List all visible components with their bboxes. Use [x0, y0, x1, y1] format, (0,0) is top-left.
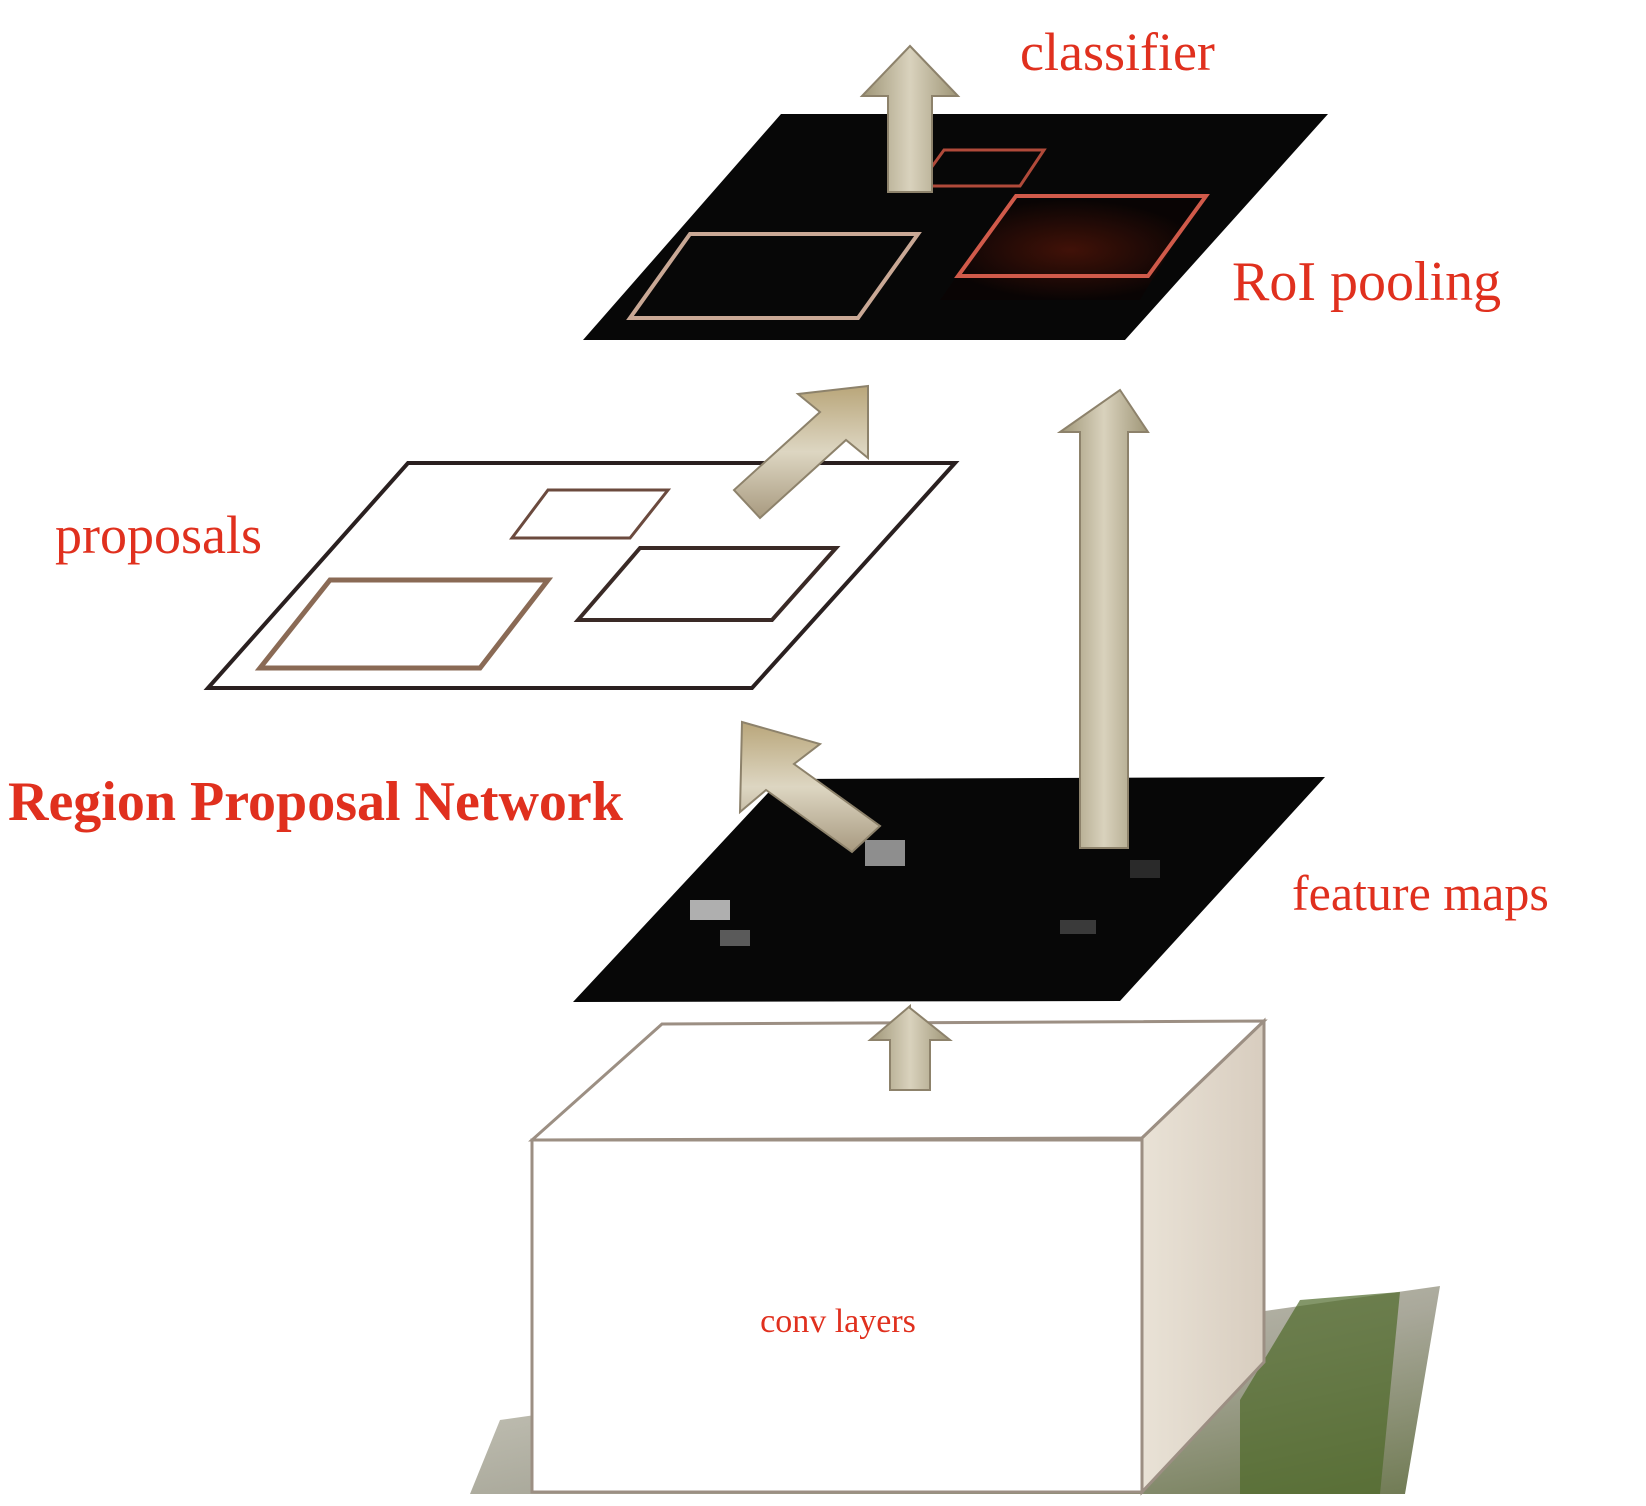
- conv-layers-label: conv layers: [760, 1303, 916, 1340]
- arrow-conv-to-features: [867, 1003, 953, 1091]
- arrow-roi-to-classifier: [859, 44, 961, 193]
- proposals-plane: [203, 461, 960, 690]
- classifier-label: classifier: [1020, 22, 1215, 82]
- conv-layers-block: conv layers: [470, 1017, 1440, 1496]
- feature-blob: [720, 930, 750, 946]
- feature-blob: [690, 900, 730, 920]
- roi-box: [915, 148, 1047, 188]
- proposal-box: [509, 488, 672, 540]
- proposal-box: [254, 577, 554, 671]
- feature-maps-label: feature maps: [1292, 865, 1549, 921]
- roi-pooling-label: RoI pooling: [1232, 251, 1501, 313]
- feature-maps-plane: [573, 777, 1325, 1002]
- arrow-proposals-to-roi: [732, 384, 869, 520]
- roi-pooling-plane: [583, 114, 1328, 340]
- arrow-features-to-proposals: [738, 720, 882, 854]
- roi-box: [954, 194, 1210, 278]
- proposal-box: [573, 546, 841, 622]
- roi-box: [626, 232, 922, 320]
- conv-box-front: [530, 1138, 1144, 1494]
- arrow-features-to-roi: [1056, 388, 1150, 849]
- feature-blob: [1130, 860, 1160, 878]
- feature-maps-layer: feature maps: [573, 777, 1549, 1002]
- rpn-label: Region Proposal Network: [8, 771, 624, 833]
- feature-blob: [865, 840, 905, 866]
- proposals-label: proposals: [55, 505, 262, 565]
- input-image-foliage: [1240, 1292, 1400, 1494]
- proposals-layer: proposals: [55, 461, 960, 690]
- roi-pooling-layer: RoI pooling: [583, 114, 1501, 340]
- feature-blob: [1060, 920, 1096, 934]
